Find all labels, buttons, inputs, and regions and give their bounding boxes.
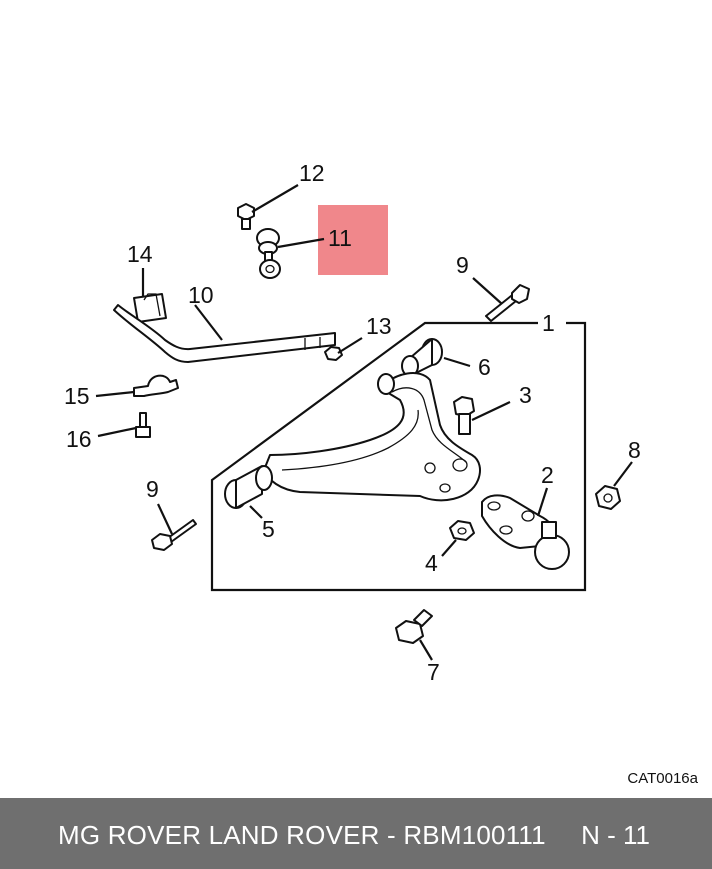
part-9-bolt-upper <box>485 284 530 322</box>
part-13-nut <box>324 346 343 361</box>
part-8-nut <box>595 485 621 510</box>
callout-16: 16 <box>66 426 92 452</box>
part-7-bolt <box>395 609 433 644</box>
part-4-nut <box>449 520 475 541</box>
part-3-bolt <box>453 396 475 435</box>
callout-11: 11 <box>328 225 352 251</box>
part-11-drop-link <box>256 228 281 279</box>
part-2-ball-joint <box>481 494 570 570</box>
callout-9-lower: 9 <box>146 476 159 502</box>
exploded-parts-diagram: 1 2 3 4 5 6 7 8 9 9 10 11 12 13 14 15 16 <box>64 160 641 685</box>
part-14-bush <box>133 293 167 323</box>
part-6-bush <box>401 338 443 377</box>
callout-7: 7 <box>427 659 440 685</box>
callout-3: 3 <box>519 382 532 408</box>
callout-5: 5 <box>262 516 275 542</box>
part-15-clamp <box>133 374 179 397</box>
callout-6: 6 <box>478 354 491 380</box>
callout-1: 1 <box>542 310 555 336</box>
footer-title: MG ROVER LAND ROVER - RBM100111 <box>58 820 546 850</box>
callout-8: 8 <box>628 437 641 463</box>
callout-12: 12 <box>299 160 325 186</box>
callout-4: 4 <box>425 550 438 576</box>
catalog-code: CAT0016a <box>627 770 698 787</box>
callout-13: 13 <box>366 313 392 339</box>
lower-control-arm <box>263 372 481 502</box>
callout-14: 14 <box>127 241 153 267</box>
part-12-bolt <box>237 203 255 230</box>
footer-bar: MG ROVER LAND ROVER - RBM100111 N - 11 <box>0 798 712 869</box>
part-10-anti-roll-bar <box>113 304 336 363</box>
footer-page-ref: N - 11 <box>581 820 650 850</box>
assembly-frame <box>210 321 587 592</box>
callout-9-upper: 9 <box>456 252 469 278</box>
part-5-bush <box>224 465 273 509</box>
callout-2: 2 <box>541 462 554 488</box>
part-9-bolt-lower <box>151 519 197 551</box>
callout-15: 15 <box>64 383 90 409</box>
part-16-bolt <box>135 412 151 438</box>
callout-10: 10 <box>188 282 214 308</box>
highlight-box-part-11 <box>318 205 388 275</box>
